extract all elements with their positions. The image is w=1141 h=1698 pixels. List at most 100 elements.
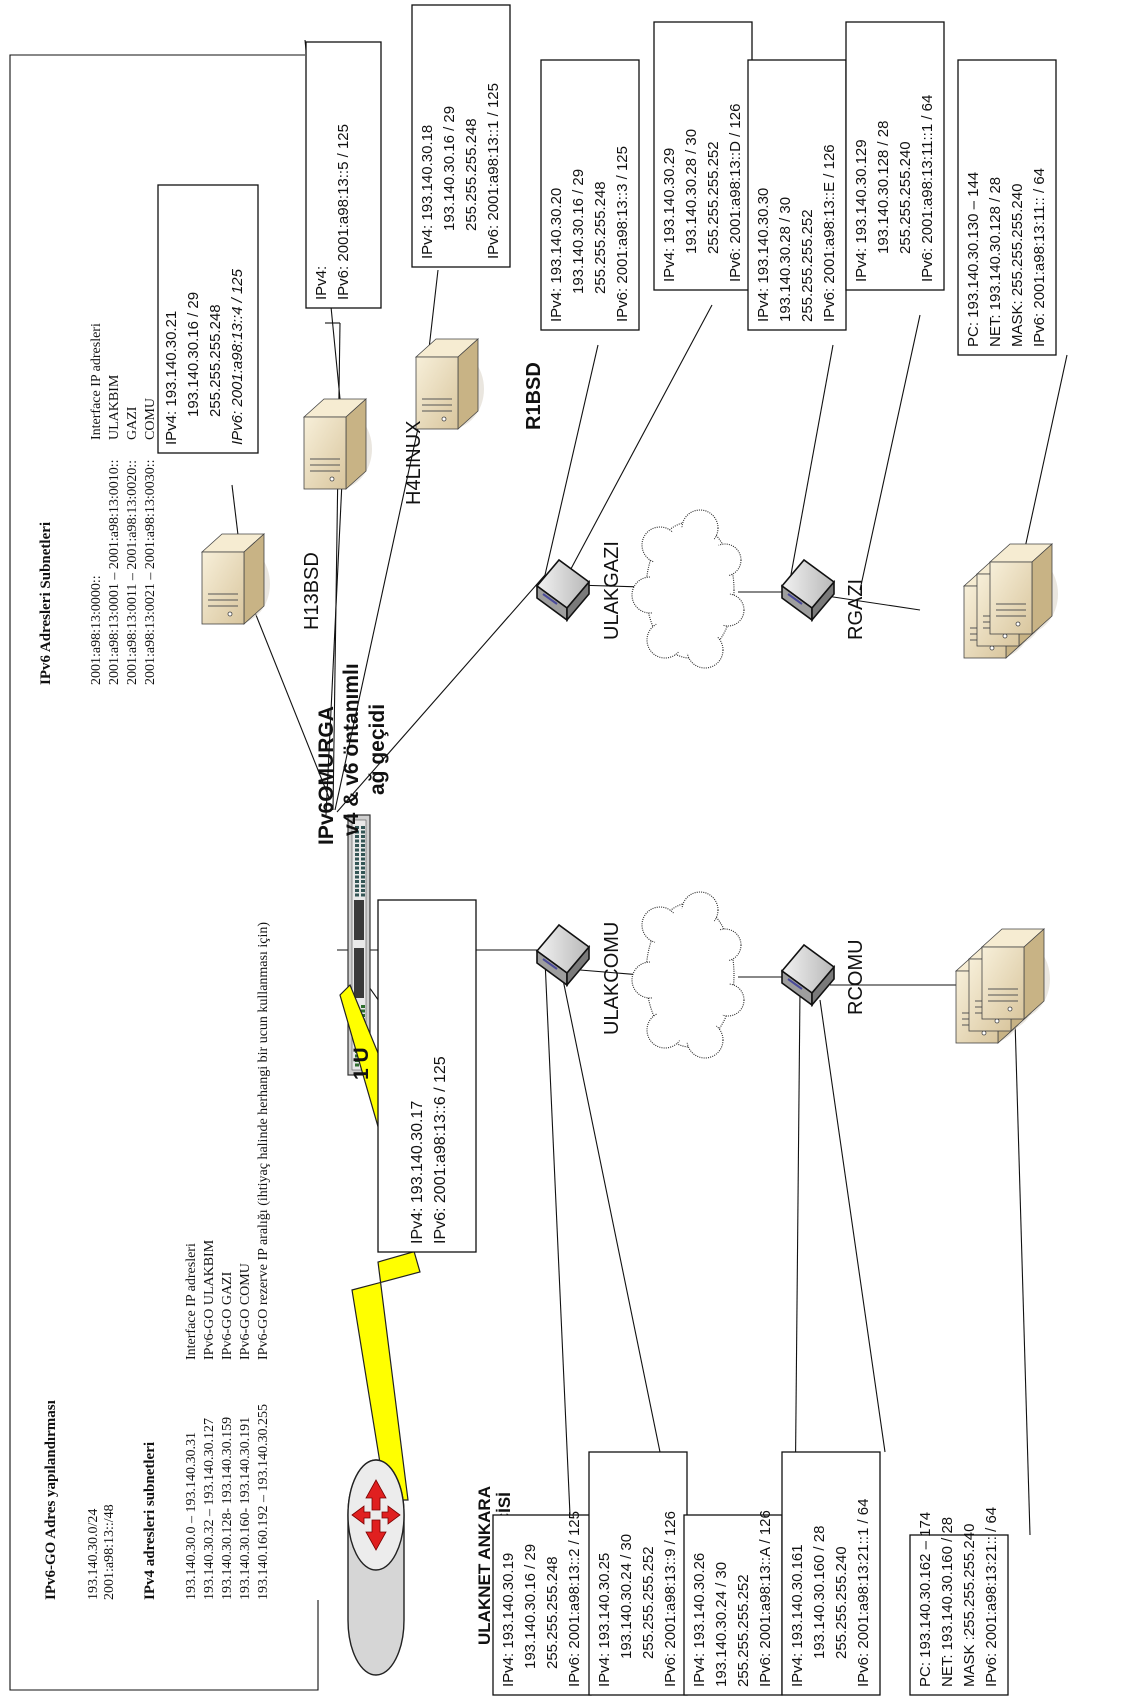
- cloud-comu: [632, 892, 744, 1058]
- rgazi-label: RGAZI: [845, 579, 867, 640]
- ipv6-subnet-desc: GAZI: [125, 406, 140, 440]
- omurga-top-address-box: IPv4:IPv6: 2001:a98:13::5 / 125: [306, 42, 381, 308]
- address-line: IPv4: 193.140.30.20: [548, 188, 565, 322]
- h4linux-label: H4LINUX: [403, 421, 425, 505]
- config-ipv4-net: 193.140.30.0/24: [86, 1509, 101, 1600]
- address-line: 255.255.255.252: [640, 1546, 657, 1659]
- comu-pc-cluster-icon: [956, 929, 1050, 1043]
- ipv4-subnet-desc: IPv6-GO GAZI: [220, 1271, 235, 1360]
- gateway-label-2: ağ geçidi: [366, 704, 389, 795]
- ipv6-subnets-section: IPv6 Adresleri Subnetleri 2001:a98:13:00…: [38, 323, 158, 685]
- address-line: IPv6: 2001:a98:13:21:: / 64: [983, 1507, 1000, 1687]
- ipv6-subnets-title: IPv6 Adresleri Subnetleri: [38, 522, 54, 685]
- ipv6-subnet-range: 2001:a98:13:0011 – 2001:a98:13:0020::: [125, 460, 140, 685]
- config-section: IPv6-GO Adres yapılandırması 193.140.30.…: [43, 922, 271, 1600]
- ipv6-subnet-desc: ULAKBIM: [107, 374, 122, 440]
- rcomu-lan-address-box: IPv4: 193.140.30.161 193.140.30.160 / 28 2…: [782, 1452, 880, 1695]
- ipv4-subnet-desc: Interface IP adresleri: [184, 1243, 199, 1360]
- address-line: IPv6: 2001:a98:13::4 / 125: [229, 268, 246, 445]
- address-line: MASK :255.255.255.240: [961, 1524, 978, 1687]
- ulakgazi-wan-address-box: IPv4: 193.140.30.29 193.140.30.28 / 30 255…: [654, 22, 752, 290]
- ipv4-subnet-range: 193.140.30.32 – 193.140.30.127: [202, 1418, 217, 1600]
- ipv4-subnet-range: 193.140.160.192 – 193.140.30.255: [256, 1404, 271, 1600]
- address-line: 193.140.30.160 / 28: [811, 1526, 828, 1659]
- ipv4-subnet-desc: IPv6-GO ULAKBIM: [202, 1239, 217, 1360]
- ipv6-subnet-desc: Interface IP adresleri: [89, 323, 104, 440]
- address-line: 193.140.30.16 / 29: [522, 1544, 539, 1669]
- ulakcomu-router-icon: [537, 925, 589, 985]
- address-line: MASK: 255.255.255.240: [1009, 184, 1026, 347]
- address-line: 193.140.30.24 / 30: [618, 1534, 635, 1659]
- rgazi-router-icon: [782, 560, 834, 620]
- address-line: IPv4: 193.140.30.25: [596, 1553, 613, 1687]
- config-ipv6-net: 2001:a98:13::/48: [102, 1504, 117, 1600]
- ulakcomu-lan-address-box: IPv4: 193.140.30.19 193.140.30.16 / 29 255…: [493, 1511, 591, 1695]
- ipv4-subnets-title: IPv4 adresleri subnetleri: [142, 1442, 158, 1600]
- address-line: 255.255.255.252: [705, 141, 722, 254]
- r1bsd-server-icon: [416, 339, 484, 429]
- rcomu-router-icon: [782, 945, 834, 1005]
- address-line: 255.255.255.240: [833, 1546, 850, 1659]
- address-line: 255.255.255.252: [799, 209, 816, 322]
- address-line: IPv4: 193.140.30.19: [500, 1553, 517, 1687]
- address-line: IPv6: 2001:a98:13::D / 126: [727, 104, 744, 282]
- address-line: 193.140.30.16 / 29: [570, 169, 587, 294]
- ipv4-subnet-range: 193.140.30.160- 193.140.30.191: [238, 1417, 253, 1600]
- address-line: 193.140.30.24 / 30: [713, 1562, 730, 1687]
- address-line: IPv6: 2001:a98:13::A / 126: [757, 1510, 774, 1687]
- address-line: IPv4: 193.140.30.17: [409, 1101, 426, 1244]
- address-line: IPv4: 193.140.30.30: [755, 188, 772, 322]
- address-line: 255.255.255.248: [463, 118, 480, 231]
- r1bsd-label: R1BSD: [523, 362, 545, 430]
- address-line: NET: 193.140.30.160 / 28: [939, 1517, 956, 1687]
- ipv6-subnet-range: 2001:a98:13:0001 – 2001:a98:13:0010::: [107, 459, 122, 685]
- ipv6-subnet-range: 2001:a98:13:0021 – 2001:a98:13:0030::: [143, 459, 158, 685]
- address-line: IPv6: 2001:a98:13:11:: / 64: [1031, 168, 1048, 347]
- address-line: 193.140.30.28 / 30: [683, 129, 700, 254]
- ipv4-subnet-desc: IPv6-GO COMU: [238, 1263, 253, 1360]
- address-line: PC: 193.140.30.130 – 144: [965, 172, 982, 347]
- address-line: IPv4: 193.140.30.29: [661, 148, 678, 282]
- address-line: IPv6: 2001:a98:13::6 / 125: [432, 1056, 449, 1244]
- comu-pc-address-box: PC: 193.140.30.162 – 174 NET: 193.140.30.…: [910, 1507, 1008, 1695]
- address-line: NET: 193.140.30.128 / 28: [987, 177, 1004, 347]
- cloud-gazi: [632, 510, 744, 668]
- backbone-label: IPv6OMURGA: [315, 706, 338, 845]
- r1bsd-address-box: IPv4: 193.140.30.18193.140.30.16 / 29255…: [412, 5, 510, 267]
- h4linux-server-icon: [304, 399, 372, 489]
- address-line: 193.140.30.128 / 28: [875, 121, 892, 254]
- h13bsd-server-icon: [202, 534, 270, 624]
- address-line: IPv4: 193.140.30.21: [163, 311, 180, 445]
- h4linux-address-box: IPv4: 193.140.30.20 193.140.30.16 / 29 255…: [541, 60, 639, 330]
- ipv4-subnet-range: 193.140.30.0 – 193.140.30.31: [184, 1432, 199, 1600]
- address-line: IPv6: 2001:a98:13::1 / 125: [485, 83, 502, 259]
- gazi-pc-cluster-icon: [964, 544, 1058, 658]
- address-line: IPv6: 2001:a98:13:11::1 / 64: [919, 95, 936, 282]
- address-line: 255.255.255.252: [735, 1574, 752, 1687]
- ulakgazi-label: ULAKGAZI: [601, 541, 623, 640]
- ipv6-subnet-range: 2001:a98:13:0000::: [89, 575, 104, 685]
- unit-label: 1 U: [350, 1047, 373, 1080]
- ulaknet-label-1: ULAKNET ANKARA: [475, 1486, 494, 1645]
- ulakgazi-router-icon: [537, 560, 589, 620]
- config-title: IPv6-GO Adres yapılandırması: [43, 1400, 59, 1600]
- rcomu-label: RCOMU: [845, 939, 867, 1015]
- address-line: IPv6: 2001:a98:13::3 / 125: [614, 146, 631, 322]
- address-line: IPv6: 2001:a98:13::9 / 126: [662, 1511, 679, 1687]
- address-line: 193.140.30.16 / 29: [185, 292, 202, 417]
- address-line: IPv4: 193.140.30.161: [789, 1544, 806, 1687]
- address-line: 255.255.255.248: [592, 181, 609, 294]
- ulakcomu-wan-address-box: IPv4: 193.140.30.25 193.140.30.24 / 30 255…: [589, 1452, 687, 1695]
- address-line: IPv6: 2001:a98:13::E / 126: [821, 144, 838, 322]
- gazi-pc-address-box: PC: 193.140.30.130 – 144 NET: 193.140.30.…: [958, 60, 1056, 355]
- address-line: IPv6: 2001:a98:13::2 / 125: [566, 1511, 583, 1687]
- address-line: 255.255.255.248: [544, 1556, 561, 1669]
- address-line: IPv6: 2001:a98:13:21::1 / 64: [855, 1499, 872, 1687]
- address-line: IPv4:: [313, 266, 330, 300]
- address-line: PC: 193.140.30.162 – 174: [917, 1512, 934, 1687]
